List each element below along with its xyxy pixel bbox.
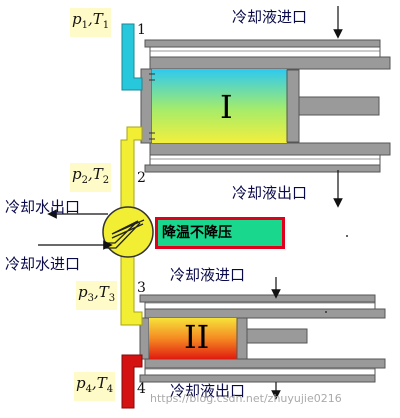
- flow-arrows: [38, 6, 343, 400]
- coolant-inlet-top-label: 冷却液进口: [232, 8, 308, 26]
- note-box: 降温不降压: [155, 217, 285, 249]
- coolant-outlet-top-label: 冷却液出口: [232, 184, 308, 202]
- coolant-inlet-bottom-label: 冷却液进口: [170, 266, 246, 284]
- watermark: https://blog.csdn.net/zhuyujie0216: [150, 392, 342, 405]
- point-3-number: 3: [137, 280, 146, 296]
- stage-2-cylinder: [139, 294, 386, 383]
- p4-t4-label: p4,T4: [74, 372, 116, 401]
- p1-t1-label: p1,T1: [70, 8, 112, 37]
- stage-1-cylinder: [140, 39, 391, 173]
- inlet-pipe: [121, 23, 143, 91]
- coolant-outlet-bottom-label: 冷却液出口: [170, 382, 246, 400]
- cooling-water-outlet-label: 冷却水出口: [5, 198, 81, 216]
- p3-t3-label: p3,T3: [76, 281, 118, 310]
- stage-1-label: I: [220, 88, 233, 126]
- point-2-number: 2: [137, 170, 146, 186]
- point-4-number: 4: [137, 381, 146, 397]
- stage-2-label: II: [184, 318, 210, 356]
- outlet-pipe: [121, 354, 143, 409]
- cooling-water-inlet-label: 冷却水进口: [5, 255, 81, 273]
- point-1-number: 1: [137, 22, 146, 38]
- intercooler: [102, 206, 154, 258]
- p2-t2-label: p2,T2: [70, 163, 112, 192]
